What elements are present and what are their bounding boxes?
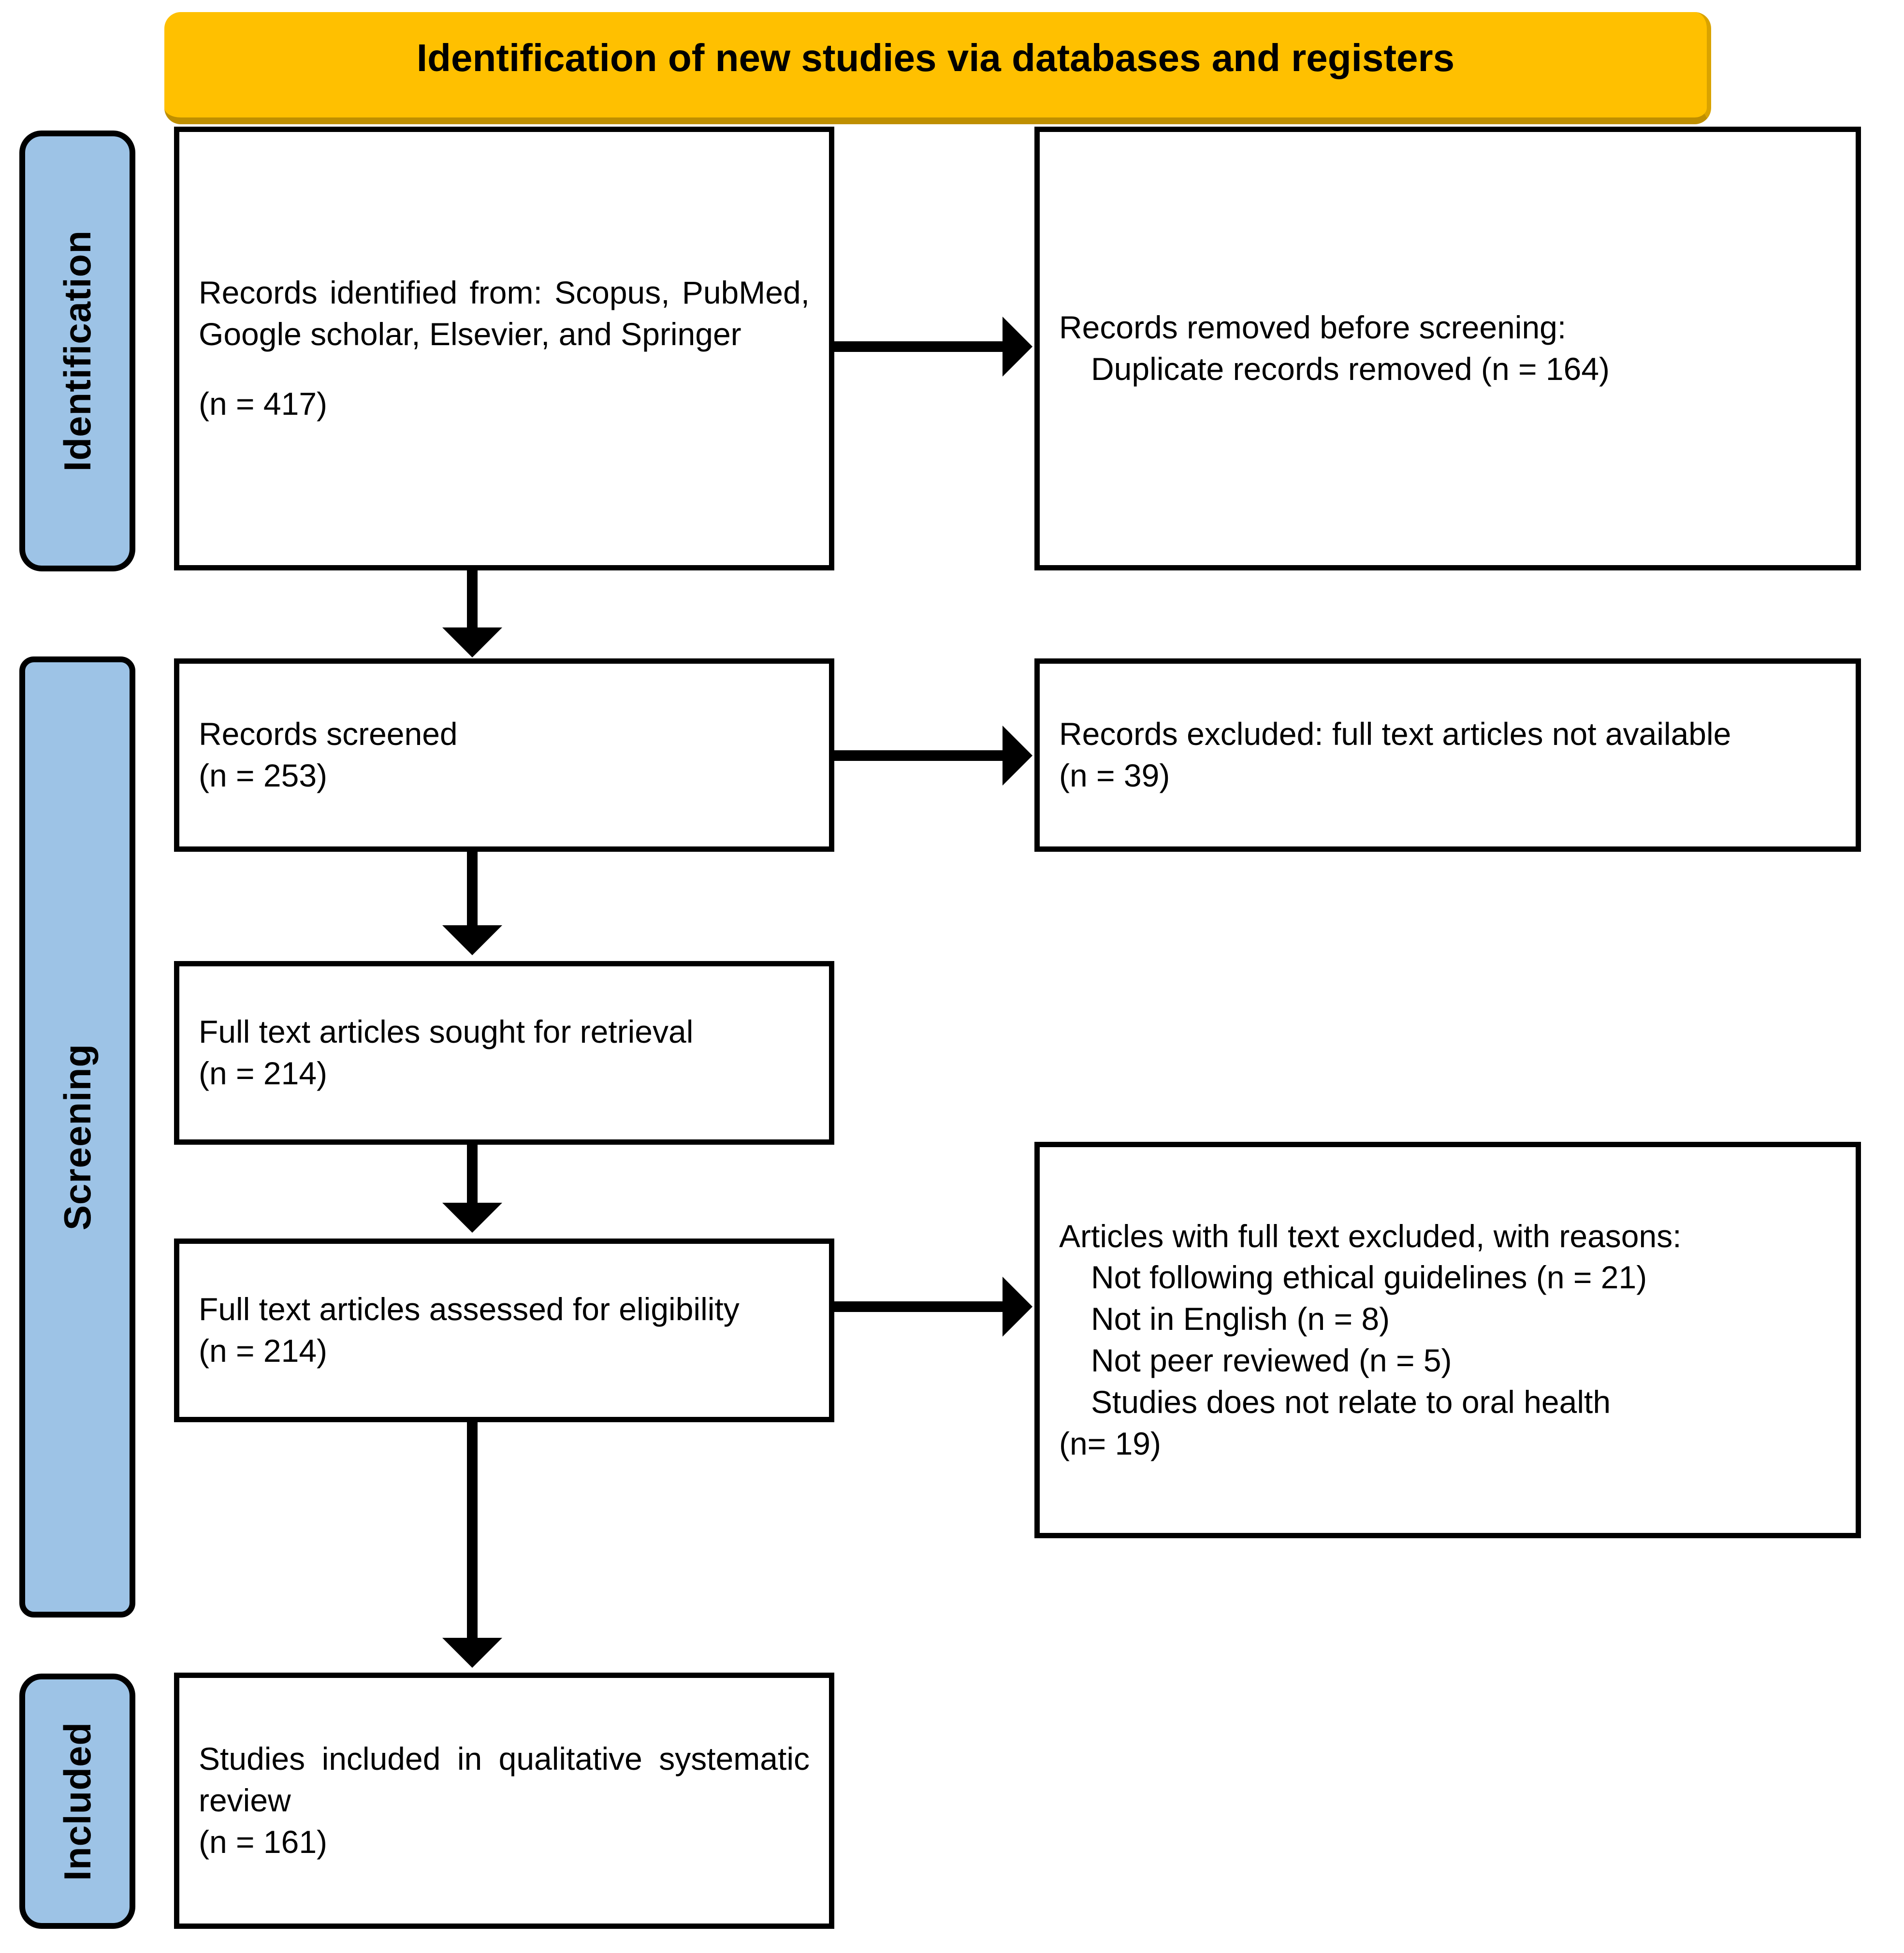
box-records-removed: Records removed before screening: Duplic… <box>1034 127 1861 570</box>
exclusion-reason-item: Not peer reviewed (n = 5) <box>1091 1342 1452 1378</box>
arrow-screened-to-excluded <box>834 726 1032 786</box>
stage-rail-included: Included <box>19 1674 135 1929</box>
box-fulltext-assessed: Full text articles assessed for eligibil… <box>174 1239 834 1422</box>
arrow-assessed-to-reasons <box>834 1277 1032 1337</box>
box-studies-included: Studies included in qualitative systemat… <box>174 1673 834 1929</box>
records-removed-detail: Duplicate records removed (n = 164) <box>1091 351 1610 387</box>
stage-rail-identification: Identification <box>19 131 135 571</box>
records-excluded-count: (n = 39) <box>1059 758 1170 793</box>
box-records-excluded: Records excluded: full text articles not… <box>1034 658 1861 852</box>
records-screened-count: (n = 253) <box>199 758 327 793</box>
arrow-screened-to-sought <box>442 852 502 955</box>
fulltext-sought-text: Full text articles sought for retrieval <box>199 1014 694 1050</box>
studies-included-count: (n = 161) <box>199 1823 327 1860</box>
records-identified-count: (n = 417) <box>199 385 327 422</box>
fulltext-assessed-count: (n = 214) <box>199 1333 327 1369</box>
records-removed-heading: Records removed before screening: <box>1059 309 1567 346</box>
stage-label-included: Included <box>56 1721 99 1881</box>
banner-title: Identification of new studies via databa… <box>416 36 1455 79</box>
arrow-identified-to-removed <box>834 317 1032 377</box>
stage-rail-screening: Screening <box>19 656 135 1618</box>
records-identified-text: Records identified from: Scopus, PubMed,… <box>199 275 810 352</box>
box-fulltext-sought: Full text articles sought for retrieval … <box>174 961 834 1145</box>
records-excluded-text: Records excluded: full text articles not… <box>1059 716 1731 752</box>
arrow-assessed-to-included <box>442 1422 502 1668</box>
box-records-screened: Records screened (n = 253) <box>174 658 834 852</box>
exclusion-reason-count: (n= 19) <box>1059 1425 1161 1461</box>
exclusion-reason-item: Studies does not relate to oral health <box>1091 1384 1611 1420</box>
exclusion-reasons-heading: Articles with full text excluded, with r… <box>1059 1218 1682 1254</box>
studies-included-text: Studies included in qualitative systemat… <box>199 1741 810 1819</box>
fulltext-assessed-text: Full text articles assessed for eligibil… <box>199 1291 740 1327</box>
box-records-identified: Records identified from: Scopus, PubMed,… <box>174 127 834 570</box>
fulltext-sought-count: (n = 214) <box>199 1055 327 1091</box>
stage-label-identification: Identification <box>56 230 99 472</box>
box-exclusion-reasons: Articles with full text excluded, with r… <box>1034 1142 1861 1538</box>
exclusion-reason-item: Not following ethical guidelines (n = 21… <box>1091 1259 1647 1296</box>
arrow-identified-to-screened <box>442 570 502 657</box>
arrow-sought-to-assessed <box>442 1145 502 1233</box>
stage-label-screening: Screening <box>56 1043 99 1231</box>
records-screened-text: Records screened <box>199 716 458 752</box>
exclusion-reason-item: Not in English (n = 8) <box>1091 1301 1390 1337</box>
diagram-banner: Identification of new studies via databa… <box>164 12 1711 124</box>
